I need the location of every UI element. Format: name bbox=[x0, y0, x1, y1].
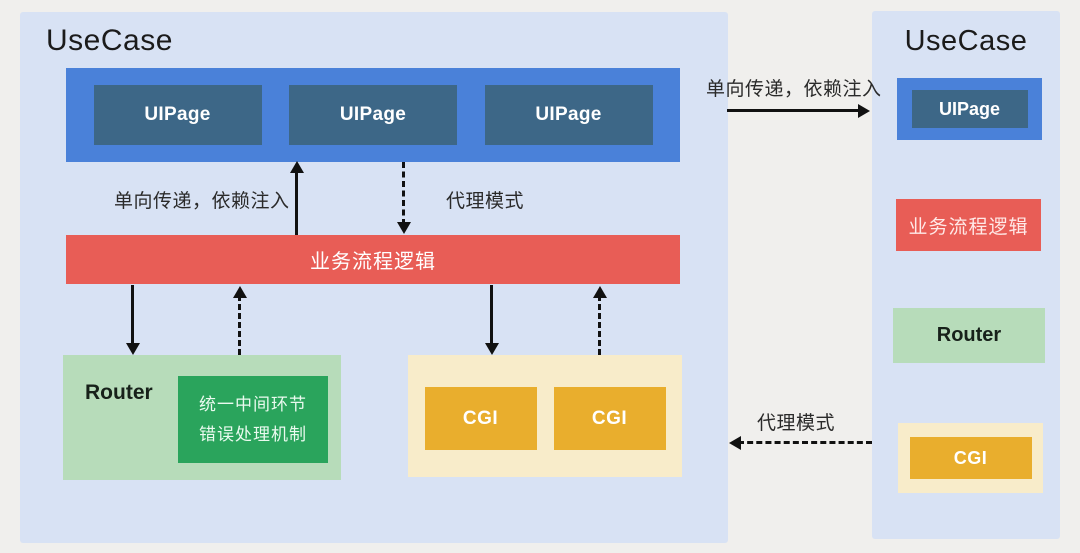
right-uipage-container: UIPage bbox=[897, 78, 1042, 140]
arrow-logic-to-router-solid-down bbox=[126, 285, 140, 355]
arrowhead-left bbox=[729, 436, 741, 450]
arrow-logic-to-uipage-solid-up bbox=[290, 161, 304, 235]
proxy-pattern-label-cross: 代理模式 bbox=[757, 413, 836, 434]
right-panel-title: UseCase bbox=[904, 25, 1028, 57]
arrow-left-to-right-panel-solid bbox=[727, 104, 870, 118]
arrow-line bbox=[295, 170, 298, 235]
arrow-line bbox=[490, 285, 493, 346]
uipage-box-1: UIPage bbox=[93, 85, 262, 145]
right-cgi-box: CGI bbox=[909, 437, 1032, 479]
proxy-pattern-label-inner: 代理模式 bbox=[446, 191, 525, 212]
arrow-line bbox=[131, 285, 134, 346]
left-panel-title: UseCase bbox=[46, 24, 173, 57]
arrowhead-up bbox=[290, 161, 304, 173]
arrow-line bbox=[402, 162, 405, 225]
arrow-logic-to-cgi-solid-down bbox=[485, 285, 499, 355]
arrowhead-up bbox=[233, 286, 247, 298]
arrow-line bbox=[727, 109, 861, 112]
arrowhead-down bbox=[126, 343, 140, 355]
dependency-injection-label-cross: 单向传递，依赖注入 bbox=[706, 79, 882, 100]
router-inner-line-1: 统一中间环节 bbox=[199, 394, 307, 414]
right-uipage-box: UIPage bbox=[911, 90, 1028, 128]
arrowhead-down bbox=[485, 343, 499, 355]
arrow-line bbox=[238, 295, 241, 355]
arrow-cgi-to-logic-dashed-up bbox=[593, 286, 607, 355]
arrow-line bbox=[738, 441, 872, 444]
dependency-injection-label-inner: 单向传递，依赖注入 bbox=[114, 191, 290, 212]
usecase-panel-right: UseCase UIPage 业务流程逻辑 Router CGI bbox=[872, 11, 1060, 539]
arrow-right-to-left-panel-dashed bbox=[729, 436, 872, 450]
uipage-box-2: UIPage bbox=[289, 85, 457, 145]
router-error-handling-box: 统一中间环节 错误处理机制 bbox=[178, 376, 328, 463]
usecase-panel-left: UseCase UIPage UIPage UIPage 业务流程逻辑 Rout… bbox=[20, 12, 728, 543]
router-inner-line-2: 错误处理机制 bbox=[199, 424, 307, 444]
cgi-box-2: CGI bbox=[553, 387, 666, 450]
uipage-container-bar: UIPage UIPage UIPage bbox=[66, 68, 680, 162]
router-group: Router 统一中间环节 错误处理机制 bbox=[63, 355, 341, 480]
business-logic-bar: 业务流程逻辑 bbox=[66, 235, 680, 284]
router-label: Router bbox=[85, 381, 153, 404]
arrowhead-up bbox=[593, 286, 607, 298]
uipage-box-3: UIPage bbox=[484, 85, 653, 145]
arrowhead-right bbox=[858, 104, 870, 118]
arrowhead-down bbox=[397, 222, 411, 234]
arrow-line bbox=[598, 295, 601, 355]
right-router-box: Router bbox=[893, 308, 1045, 363]
cgi-group: CGI CGI bbox=[408, 355, 682, 477]
cgi-box-1: CGI bbox=[424, 387, 537, 450]
right-cgi-container: CGI bbox=[898, 423, 1043, 493]
arrow-router-to-logic-dashed-up bbox=[233, 286, 247, 355]
arrow-uipage-to-logic-dashed-down bbox=[397, 162, 411, 234]
right-business-logic-box: 业务流程逻辑 bbox=[896, 199, 1041, 251]
